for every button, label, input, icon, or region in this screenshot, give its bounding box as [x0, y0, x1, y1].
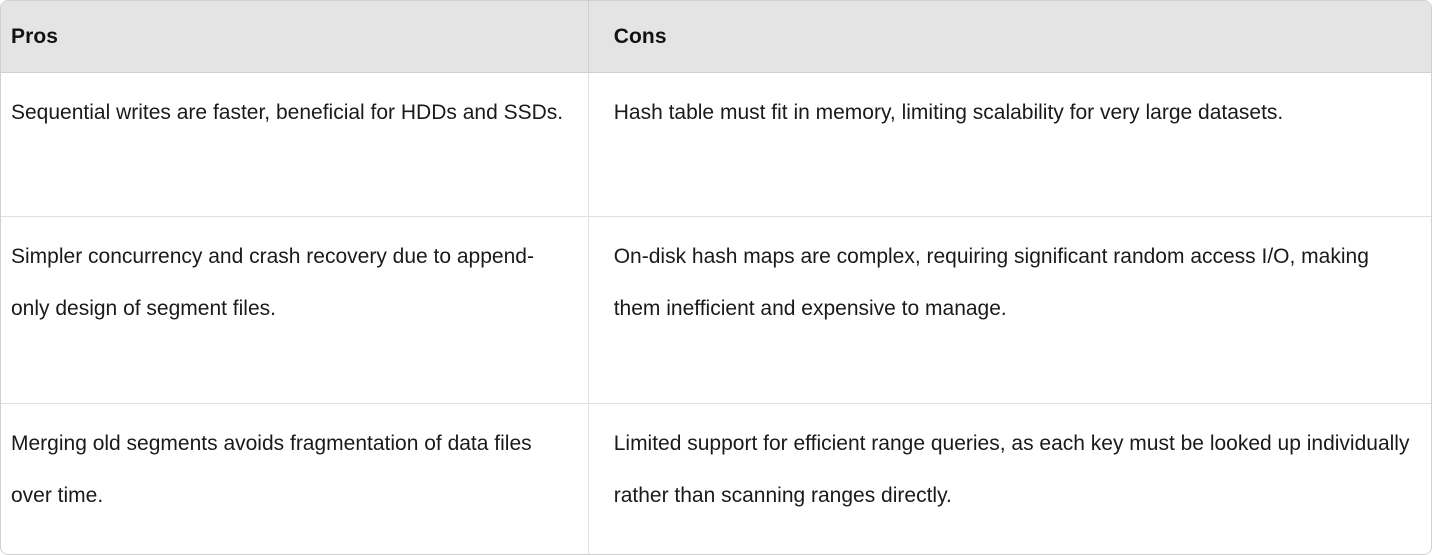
- cell-cons: Hash table must fit in memory, limiting …: [588, 73, 1431, 216]
- cell-text: On-disk hash maps are complex, requiring…: [613, 245, 1369, 320]
- cell-pros: Merging old segments avoids fragmentatio…: [1, 403, 589, 554]
- table-header-row: Pros Cons: [1, 1, 1431, 73]
- cell-text: Hash table must fit in memory, limiting …: [613, 101, 1284, 124]
- table-row: Sequential writes are faster, beneficial…: [1, 73, 1431, 216]
- column-header-pros: Pros: [1, 1, 589, 73]
- table-row: Merging old segments avoids fragmentatio…: [1, 403, 1431, 554]
- cell-text: Simpler concurrency and crash recovery d…: [11, 245, 534, 320]
- cell-text: Limited support for efficient range quer…: [613, 432, 1410, 507]
- cell-text: Merging old segments avoids fragmentatio…: [11, 432, 532, 507]
- table-row: Simpler concurrency and crash recovery d…: [1, 216, 1431, 403]
- column-header-cons: Cons: [588, 1, 1431, 73]
- cell-cons: On-disk hash maps are complex, requiring…: [588, 216, 1431, 403]
- table-body: Sequential writes are faster, beneficial…: [1, 73, 1431, 554]
- table-header: Pros Cons: [1, 1, 1431, 73]
- cell-pros: Sequential writes are faster, beneficial…: [1, 73, 589, 216]
- cell-pros: Simpler concurrency and crash recovery d…: [1, 216, 589, 403]
- cell-text: Sequential writes are faster, beneficial…: [11, 101, 564, 124]
- cell-cons: Limited support for efficient range quer…: [588, 403, 1431, 554]
